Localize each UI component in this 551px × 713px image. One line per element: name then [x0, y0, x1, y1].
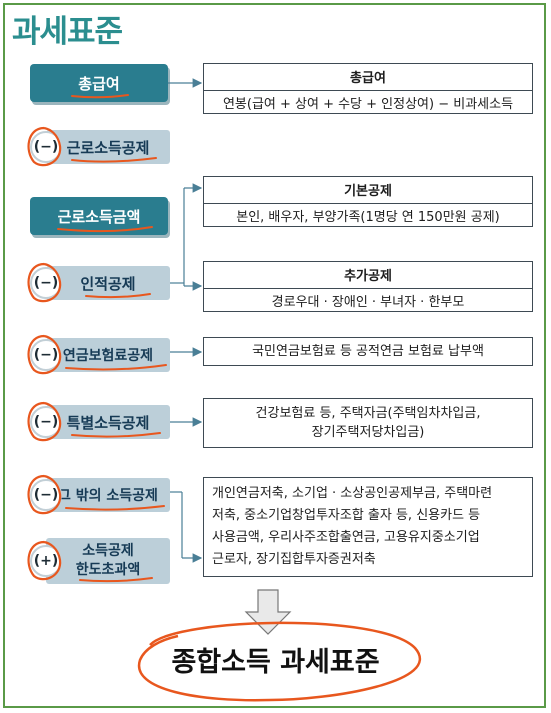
basic-deduction-head: 기본공제 — [204, 177, 532, 204]
basic-deduction-detail: 기본공제 본인, 배우자, 부양가족(1명당 연 150만원 공제) — [203, 176, 533, 227]
other-detail: 개인연금저축, 소기업 · 소상공인공제부금, 주택마련 저축, 중소기업창업투… — [203, 477, 533, 577]
result-title: 종합소득 과세표준 — [171, 647, 380, 678]
plus-badge: (+) — [30, 545, 62, 577]
other-detail-body: 개인연금저축, 소기업 · 소상공인공제부금, 주택마련 저축, 중소기업창업투… — [204, 478, 532, 576]
special-detail-line-1: 건강보험료 등, 주택자금(주택임차차입금, — [255, 406, 481, 421]
pension-detail-body: 국민연금보험료 등 공적연금 보험료 납부액 — [252, 344, 484, 359]
total-salary-box: 총급여 — [30, 64, 168, 102]
minus-badge-3: (−) — [30, 339, 62, 371]
earned-deduction-box: 근로소득공제 — [46, 130, 170, 164]
other-detail-line-2: 저축, 중소기업창업투자조합 출자 등, 신용카드 등 — [212, 508, 481, 523]
additional-deduction-detail: 추가공제 경로우대 · 장애인 · 부녀자 · 한부모 — [203, 261, 533, 312]
earned-income-box: 근로소득금액 — [30, 197, 168, 235]
other-deduction-box: 그 밖의 소득공제 — [46, 478, 170, 512]
minus-badge-4: (−) — [30, 406, 62, 438]
special-detail: 건강보험료 등, 주택자금(주택임차차입금, 장기주택저당차입금) — [203, 398, 533, 448]
pension-deduction-box: 연금보험료공제 — [46, 338, 170, 372]
excess-box: 소득공제 한도초과액 — [46, 538, 170, 584]
total-salary-detail-body: 연봉(급여 + 상여 + 수당 + 인정상여) − 비과세소득 — [222, 97, 514, 112]
other-detail-line-4: 근로자, 장기집합투자증권저축 — [212, 552, 376, 567]
basic-deduction-body: 본인, 배우자, 부양가족(1명당 연 150만원 공제) — [236, 210, 500, 225]
additional-deduction-head: 추가공제 — [204, 262, 532, 289]
minus-badge-2: (−) — [30, 267, 62, 299]
excess-label-2: 한도초과액 — [75, 562, 141, 578]
excess-label-1: 소득공제 — [82, 543, 134, 559]
other-detail-line-1: 개인연금저축, 소기업 · 소상공인공제부금, 주택마련 — [212, 486, 493, 501]
special-detail-body: 건강보험료 등, 주택자금(주택임차차입금, 장기주택저당차입금) — [204, 399, 532, 446]
special-deduction-box: 특별소득공제 — [46, 405, 170, 439]
minus-badge-5: (−) — [30, 479, 62, 511]
special-detail-line-2: 장기주택저당차입금) — [311, 425, 425, 440]
pension-detail: 국민연금보험료 등 공적연금 보험료 납부액 — [203, 337, 533, 366]
minus-badge-1: (−) — [30, 131, 62, 163]
personal-deduction-box: 인적공제 — [46, 266, 170, 300]
total-salary-detail-head: 총급여 — [204, 64, 532, 91]
additional-deduction-body: 경로우대 · 장애인 · 부녀자 · 한부모 — [271, 295, 465, 310]
page-title: 과세표준 — [12, 14, 123, 50]
other-detail-line-3: 사용금액, 우리사주조합출연금, 고용유지중소기업 — [212, 530, 480, 545]
total-salary-detail: 총급여 연봉(급여 + 상여 + 수당 + 인정상여) − 비과세소득 — [203, 63, 533, 114]
